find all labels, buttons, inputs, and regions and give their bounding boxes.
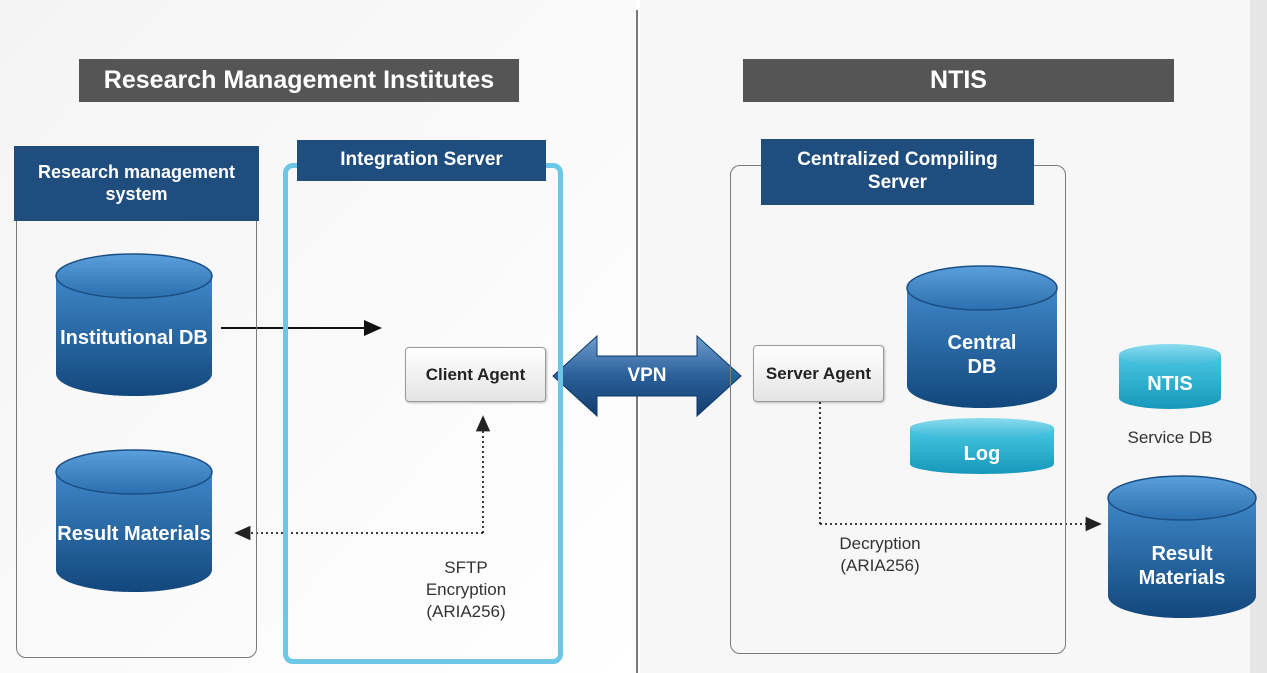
service-db-caption: Service DB — [1127, 428, 1213, 447]
institutional-db-label: Institutional DB — [60, 327, 208, 349]
log-label: Log — [963, 443, 1001, 465]
decryption-note: Decryption (ARIA256) — [815, 533, 945, 577]
integration-server-label: Integration Server — [297, 140, 546, 181]
compiling-server-label: Centralized Compiling Server — [761, 139, 1034, 205]
ntis-db-label: NTIS — [1147, 373, 1193, 395]
central-db-label: Central DB — [947, 332, 1017, 378]
ntis-db-cylinder — [1119, 344, 1221, 409]
right-section-title: NTIS — [743, 59, 1174, 102]
log-cylinder — [910, 418, 1054, 474]
client-agent-box[interactable]: Client Agent — [405, 347, 546, 402]
result-materials-cylinder-right — [1107, 475, 1257, 618]
decryption-note-line-2: (ARIA256) — [840, 556, 920, 576]
vpn-arrow — [552, 334, 742, 418]
decryption-note-line-1: Decryption — [839, 534, 921, 553]
compiling-server-panel — [730, 165, 1066, 654]
research-system-panel — [16, 196, 257, 658]
result-materials-cylinder-left — [55, 449, 213, 592]
research-system-label: Research management system — [14, 146, 259, 221]
institutional-db-cylinder — [55, 253, 213, 396]
sftp-note-line-1: SFTP — [444, 558, 488, 577]
sftp-note-line-3: (ARIA256) — [426, 602, 506, 622]
central-db-cylinder — [906, 265, 1058, 408]
result-materials-label-right: Result Materials — [1138, 543, 1226, 589]
result-materials-label-left: Result Materials — [57, 523, 211, 545]
sftp-note: SFTP Encryption (ARIA256) — [396, 557, 536, 623]
vpn-label: VPN — [627, 365, 667, 386]
left-section-title: Research Management Institutes — [79, 59, 519, 102]
sftp-note-line-2: Encryption — [425, 580, 507, 600]
server-agent-box[interactable]: Server Agent — [753, 345, 884, 402]
